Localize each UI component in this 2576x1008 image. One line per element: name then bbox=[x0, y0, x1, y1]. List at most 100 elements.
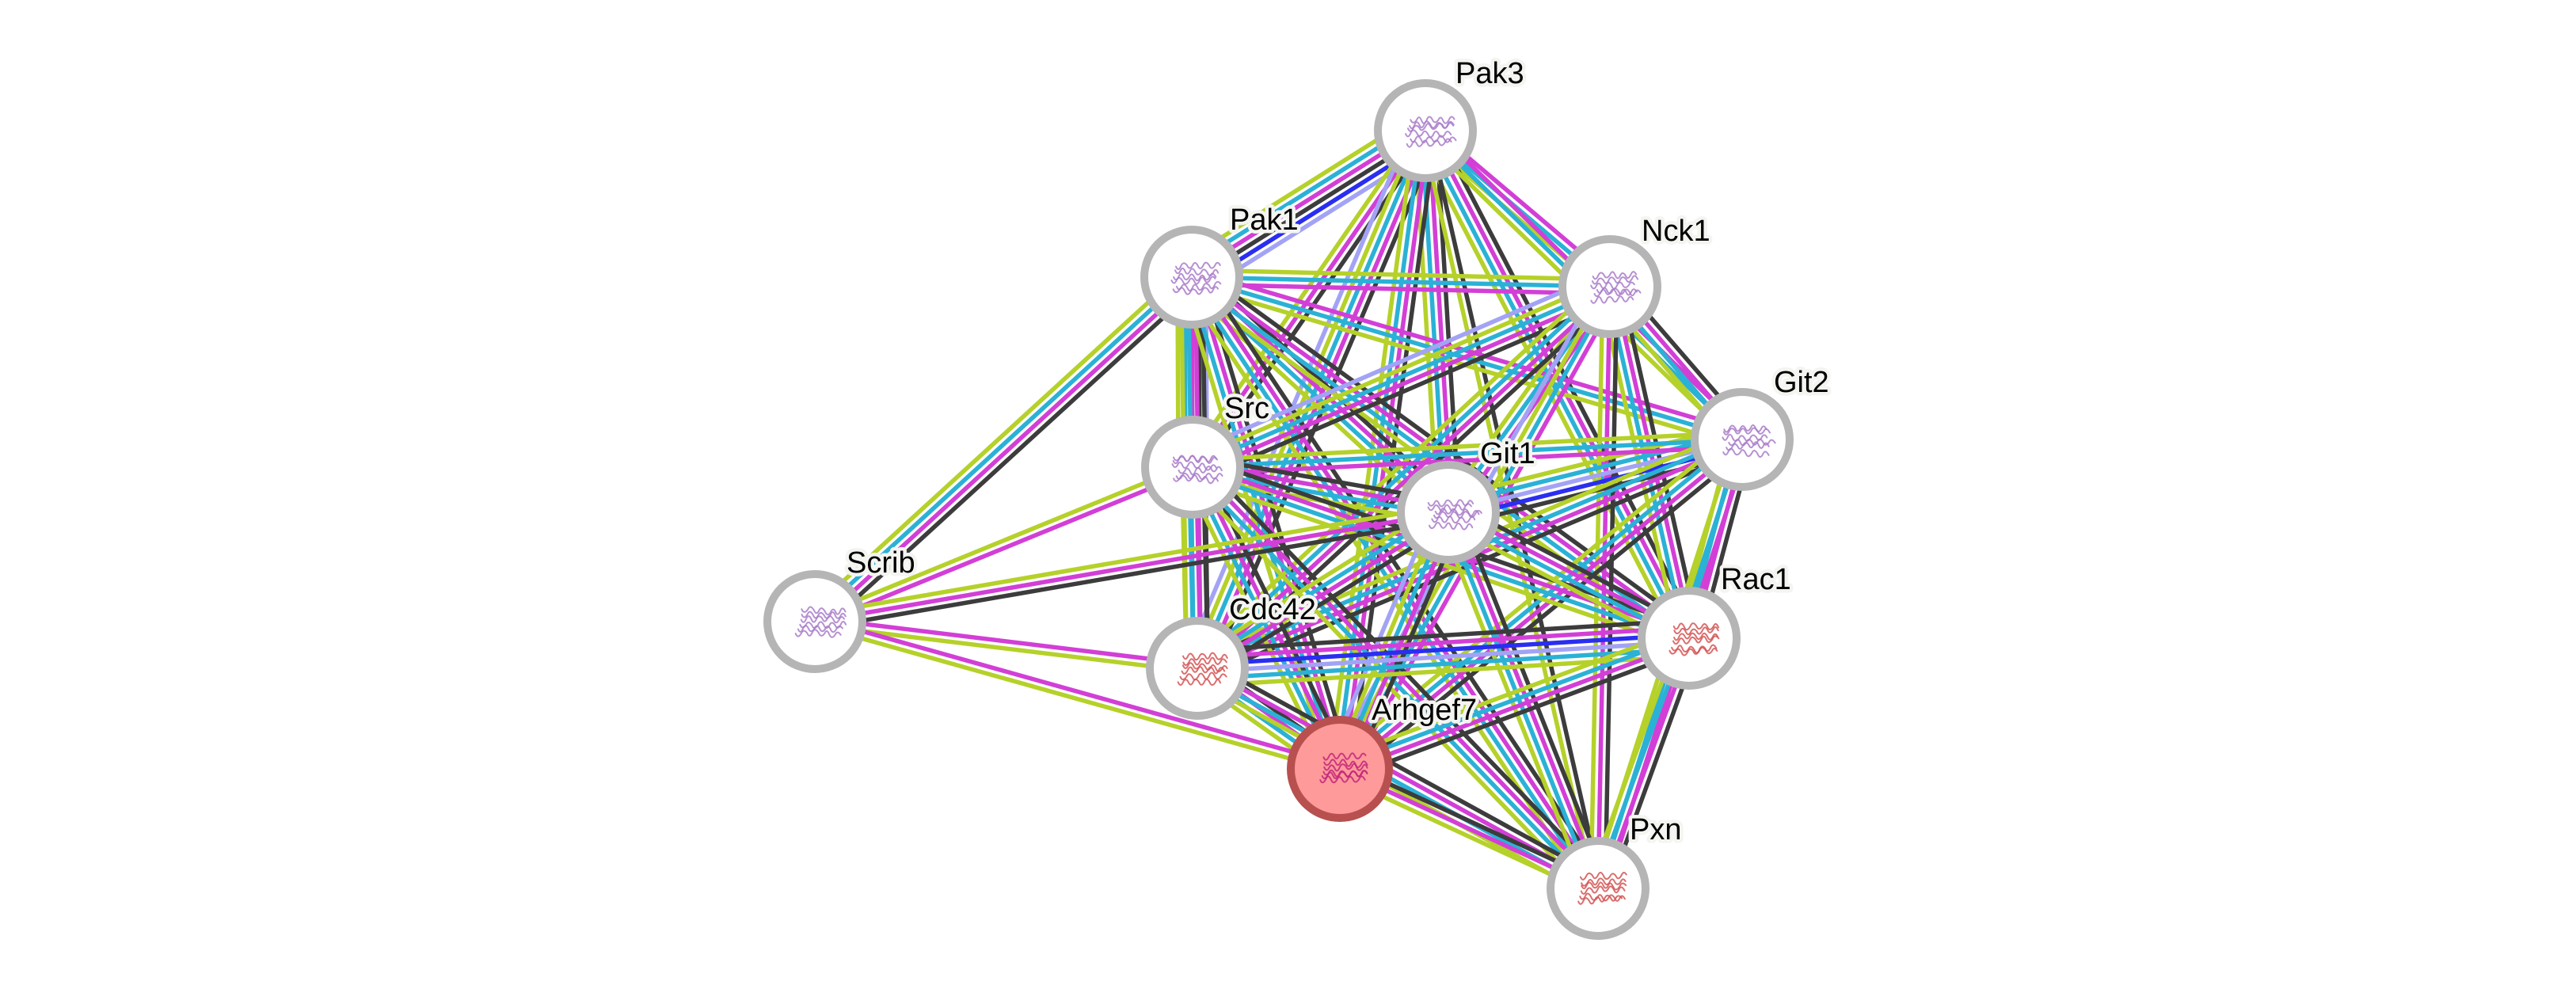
edge-evidence-magenta bbox=[1198, 287, 1614, 673]
edge-evidence-black bbox=[816, 517, 1450, 631]
edge-cdc42-rac1[interactable] bbox=[1196, 618, 1691, 689]
node-pak1[interactable]: Pak1 bbox=[1140, 200, 1302, 329]
node-label: Git2 bbox=[1774, 366, 1829, 399]
edge-evidence-lime bbox=[1188, 475, 1687, 651]
edge-evidence-lime bbox=[1444, 423, 1740, 501]
edge-evidence-cyan bbox=[1192, 437, 1743, 470]
edge-evidence-magenta bbox=[1191, 282, 1610, 296]
edge-evidence-magenta bbox=[816, 278, 1196, 626]
edge-evidence-blue bbox=[1197, 632, 1689, 668]
node-scrib[interactable]: Scrib bbox=[763, 543, 919, 673]
edge-evidence-black bbox=[1201, 656, 1604, 881]
node-label: Cdc42 bbox=[1229, 593, 1316, 626]
protein-structure-icon bbox=[1722, 424, 1776, 458]
protein-structure-icon bbox=[1590, 271, 1642, 304]
node-label: Src bbox=[1224, 392, 1269, 425]
edge-pak1-nck1[interactable] bbox=[1191, 268, 1611, 296]
edge-git2-arhgef7[interactable] bbox=[1331, 429, 1751, 779]
node-nck1[interactable]: Nck1 bbox=[1558, 211, 1714, 338]
node-cdc42[interactable]: Cdc42 bbox=[1146, 590, 1319, 720]
edge-evidence-cyan bbox=[811, 272, 1191, 621]
node-circle[interactable] bbox=[1558, 235, 1661, 338]
edge-evidence-violet bbox=[1197, 639, 1690, 675]
edge-evidence-magenta bbox=[1194, 291, 1614, 476]
node-pak3[interactable]: Pak3 bbox=[1374, 54, 1528, 182]
edge-evidence-black bbox=[1345, 446, 1751, 779]
edge-evidence-lime bbox=[1436, 515, 1591, 894]
edge-evidence-magenta bbox=[815, 616, 1341, 768]
edge-pak1-scrib[interactable] bbox=[806, 268, 1200, 631]
edge-evidence-lime bbox=[1198, 653, 1691, 689]
protein-structure-icon bbox=[1669, 622, 1720, 656]
node-label: Arhgef7 bbox=[1372, 694, 1477, 727]
protein-structure-icon bbox=[1577, 871, 1627, 905]
node-circle[interactable] bbox=[1397, 461, 1500, 564]
protein-structure-icon bbox=[1319, 752, 1368, 784]
edge-evidence-black bbox=[1455, 507, 1611, 886]
edge-evidence-cyan bbox=[1197, 646, 1690, 682]
edge-evidence-lime bbox=[1192, 268, 1611, 282]
edge-evidence-black bbox=[1196, 618, 1688, 653]
edge-evidence-magenta bbox=[815, 468, 1195, 627]
edge-evidence-cyan bbox=[1337, 633, 1689, 768]
node-label: Git1 bbox=[1480, 437, 1535, 470]
edge-evidence-lime bbox=[1192, 430, 1742, 462]
node-label: Pak3 bbox=[1455, 57, 1524, 90]
edge-evidence-cyan bbox=[1191, 284, 1611, 470]
node-label: Scrib bbox=[847, 546, 915, 580]
edge-evidence-magenta bbox=[1449, 510, 1604, 888]
edge-evidence-magenta bbox=[814, 510, 1449, 624]
node-src[interactable]: Src bbox=[1141, 389, 1273, 519]
edge-evidence-violet bbox=[1185, 271, 1605, 457]
protein-structure-icon bbox=[1170, 261, 1222, 295]
edge-cdc42-scrib[interactable] bbox=[814, 615, 1198, 675]
edge-src-scrib[interactable] bbox=[812, 462, 1195, 627]
edge-evidence-lime bbox=[814, 622, 1197, 675]
edge-git1-pxn[interactable] bbox=[1436, 507, 1611, 894]
node-circle[interactable] bbox=[1140, 226, 1243, 329]
edge-evidence-magenta bbox=[815, 615, 1198, 668]
edge-evidence-lime bbox=[813, 503, 1448, 617]
edge-evidence-magenta bbox=[1340, 639, 1691, 774]
node-circle[interactable] bbox=[1691, 388, 1794, 491]
protein-structure-icon bbox=[1177, 652, 1228, 687]
node-arhgef7[interactable]: Arhgef7 bbox=[1287, 690, 1481, 822]
edge-evidence-magenta bbox=[1193, 464, 1345, 769]
node-label: Rac1 bbox=[1721, 563, 1791, 596]
node-git2[interactable]: Git2 bbox=[1691, 363, 1832, 491]
edge-evidence-magenta bbox=[1341, 440, 1746, 774]
edge-rac1-arhgef7[interactable] bbox=[1335, 626, 1694, 782]
edge-evidence-black bbox=[1198, 458, 1608, 883]
protein-structure-icon bbox=[1427, 499, 1482, 531]
query-node-circle[interactable] bbox=[1287, 716, 1393, 822]
edge-evidence-lime bbox=[1335, 626, 1687, 761]
edge-evidence-magenta bbox=[1197, 625, 1689, 660]
edge-evidence-magenta bbox=[1201, 132, 1434, 672]
node-label: Nck1 bbox=[1642, 215, 1710, 248]
edge-evidence-cyan bbox=[1191, 275, 1611, 289]
protein-structure-icon bbox=[794, 606, 847, 638]
edge-evidence-lime bbox=[1189, 278, 1608, 463]
protein-structure-icon bbox=[1405, 116, 1457, 148]
edge-arhgef7-scrib[interactable] bbox=[813, 616, 1341, 774]
edge-evidence-lime bbox=[813, 622, 1340, 774]
edge-evidence-lime bbox=[806, 268, 1186, 616]
node-git1[interactable]: Git1 bbox=[1397, 434, 1539, 564]
edge-evidence-violet bbox=[1181, 124, 1414, 664]
node-pxn[interactable]: Pxn bbox=[1547, 810, 1685, 940]
edge-evidence-magenta bbox=[1193, 444, 1743, 477]
edge-evidence-magenta bbox=[1193, 268, 1745, 436]
node-label: Pak1 bbox=[1230, 204, 1299, 237]
edge-evidence-black bbox=[1200, 273, 1353, 766]
edge-evidence-black bbox=[1342, 646, 1694, 782]
edge-evidence-cyan bbox=[1336, 435, 1741, 768]
edge-evidence-magenta bbox=[1193, 275, 1345, 769]
edge-git1-scrib[interactable] bbox=[813, 503, 1450, 631]
node-rac1[interactable]: Rac1 bbox=[1638, 560, 1794, 690]
edge-evidence-black bbox=[820, 283, 1200, 631]
node-label: Pxn bbox=[1630, 813, 1681, 846]
edge-git2-src[interactable] bbox=[1192, 430, 1743, 477]
node-circle[interactable] bbox=[1141, 416, 1244, 519]
